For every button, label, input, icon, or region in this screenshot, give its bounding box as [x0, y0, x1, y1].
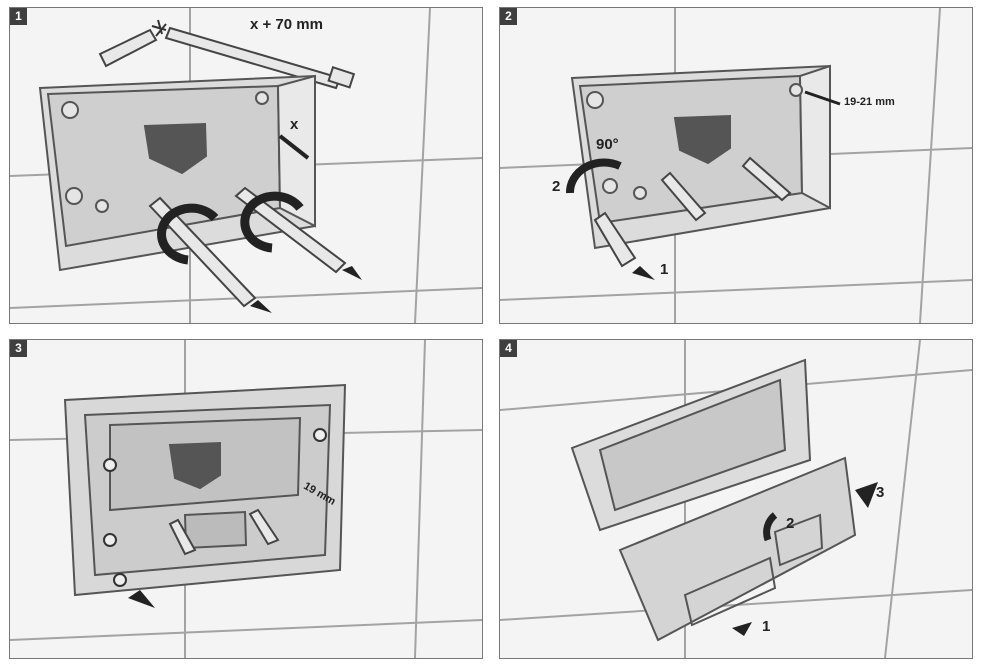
step-4-illustration [500, 340, 972, 658]
step-2-label: 2 [786, 515, 795, 532]
step-number-badge: 4 [500, 340, 517, 357]
step-panel-2: 2 90° [499, 7, 973, 324]
depth-label: x [290, 116, 299, 133]
push-arrow-icon [732, 482, 878, 636]
push-arrow-icon [632, 266, 655, 280]
step-number-badge: 3 [10, 340, 27, 357]
rotate-arrow-icon [157, 191, 304, 265]
step-panel-4: 4 3 2 1 [499, 339, 973, 659]
gap-label: 19-21 mm [844, 96, 895, 108]
step-3-label: 3 [876, 484, 885, 501]
step-1-label: 1 [660, 261, 669, 278]
rotate-arrow-icon [565, 158, 622, 194]
step-number-badge: 2 [500, 8, 517, 25]
anchor-rod [148, 186, 347, 308]
push-arrow-icon [128, 590, 155, 608]
mounting-frame [570, 358, 812, 532]
screw-icon [103, 428, 327, 587]
push-arrow-icon [250, 266, 362, 313]
flush-plate [618, 456, 857, 642]
step-panel-3: 3 19 mm [9, 339, 483, 659]
gap-arrow-icon [804, 90, 841, 106]
screwdriver-icon [98, 19, 356, 90]
step-1-label: 1 [762, 618, 771, 635]
step-1-illustration [10, 8, 482, 323]
depth-arrow-icon [278, 134, 310, 160]
mounting-frame [38, 74, 316, 272]
rotate-arrow-icon [763, 512, 778, 542]
mounting-frame [570, 64, 831, 250]
step-number-badge: 1 [10, 8, 27, 25]
step-2-label: 2 [552, 178, 561, 195]
anchor-rod [593, 156, 792, 268]
step-panel-1: 1 [9, 7, 483, 324]
step-2-illustration [500, 8, 972, 323]
length-label: x + 70 mm [250, 16, 323, 33]
anchor-rod [168, 508, 280, 556]
step-3-illustration [10, 340, 482, 658]
angle-label: 90° [596, 136, 619, 153]
